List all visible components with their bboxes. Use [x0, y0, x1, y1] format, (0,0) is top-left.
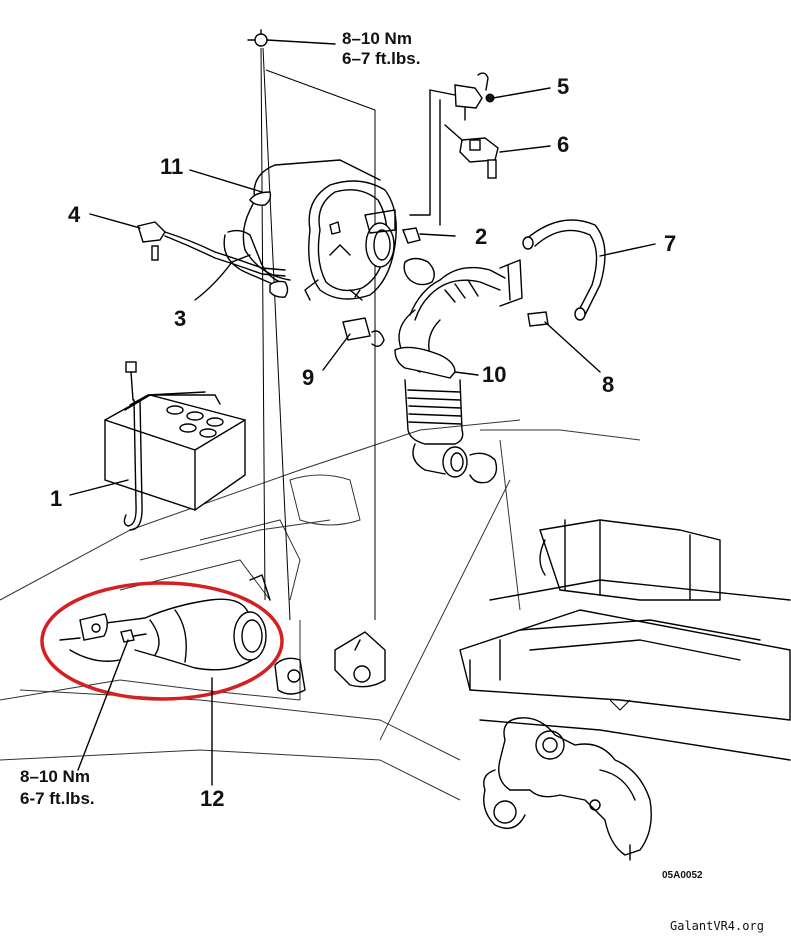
callout-8: 8	[602, 372, 614, 397]
callout-7: 7	[664, 231, 676, 256]
callout-3: 3	[174, 306, 186, 331]
duct-bolt	[120, 629, 147, 643]
rubber-grommet	[342, 317, 385, 347]
engine-block	[459, 519, 791, 761]
callout-12: 12	[200, 786, 224, 811]
callout-9: 9	[302, 365, 314, 390]
callout-1: 1	[50, 486, 62, 511]
torque-bottom-ftlbs: 6-7 ft.lbs.	[20, 789, 95, 808]
vacuum-hose	[522, 219, 606, 321]
turbocharger	[483, 717, 652, 861]
sensor-connector	[137, 221, 286, 277]
callout-6: 6	[557, 132, 569, 157]
torque-bottom-nm: 8–10 Nm	[20, 767, 90, 786]
callout-5: 5	[557, 74, 569, 99]
air-intake-hose	[394, 259, 523, 484]
figure-code: 05A0052	[662, 870, 703, 881]
hose-connector	[527, 311, 549, 327]
callout-11: 11	[160, 154, 183, 179]
torque-top-nm: 8–10 Nm	[342, 29, 412, 48]
battery	[104, 361, 246, 531]
leader-lines	[69, 87, 656, 786]
vacuum-switch	[409, 72, 495, 226]
mount-brackets	[249, 574, 386, 695]
solenoid-valve	[444, 124, 499, 179]
highlight-circle	[40, 581, 284, 701]
callout-4: 4	[68, 202, 81, 227]
air-cleaner-housing	[223, 159, 397, 301]
watermark: GalantVR4.org	[670, 919, 764, 933]
hose-clamp-upper	[402, 227, 435, 286]
top-bolt	[247, 29, 376, 621]
callout-2: 2	[475, 224, 487, 249]
torque-top-ftlbs: 6–7 ft.lbs.	[342, 49, 420, 68]
intake-duct	[59, 598, 267, 671]
callout-10: 10	[482, 362, 506, 387]
